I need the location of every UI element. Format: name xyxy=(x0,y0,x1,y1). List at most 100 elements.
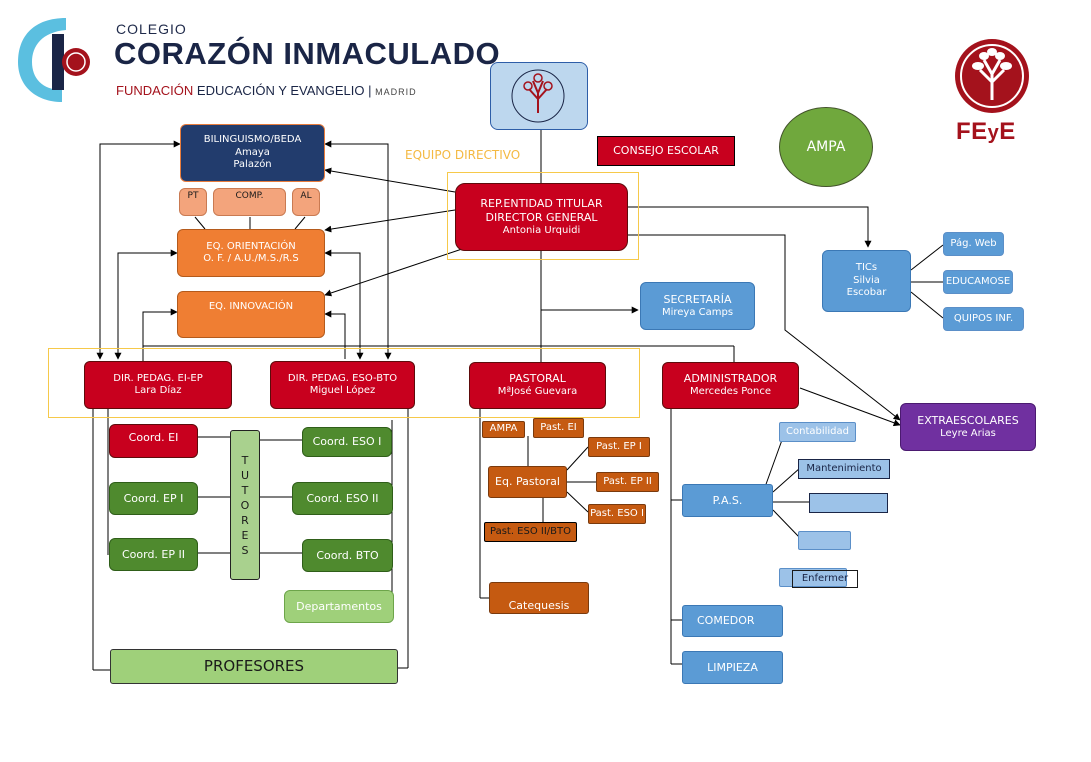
educamos-node[interactable]: EDUCAMOSE xyxy=(943,270,1013,294)
administrador-node[interactable]: ADMINISTRADOR Mercedes Ponce xyxy=(662,362,799,409)
comp-node[interactable]: COMP. xyxy=(213,188,286,216)
feye-wordmark: FEyE xyxy=(956,118,1016,146)
ampa-small-node[interactable]: AMPA xyxy=(482,421,525,438)
bilinguismo-line1: Amaya xyxy=(235,146,270,158)
orientacion-line1: O. F. / A.U./M.S./R.S xyxy=(203,253,299,264)
tutores-letter: T xyxy=(241,483,249,497)
mantenimiento-node[interactable]: Mantenimiento xyxy=(798,459,890,479)
educamos-label: EDUCAMOSE xyxy=(945,275,1011,287)
dir-ei-title: DIR. PEDAG. EI-EP xyxy=(113,372,203,384)
pag-web-node[interactable]: Pág. Web xyxy=(943,232,1004,256)
orientacion-node[interactable]: EQ. ORIENTACIÓN O. F. / A.U./M.S./R.S xyxy=(177,229,325,277)
comedor-node[interactable]: COMEDOR xyxy=(682,605,783,637)
tutores-letter: R xyxy=(241,513,249,527)
past-ei-node[interactable]: Past. EI xyxy=(533,418,584,438)
equipo-directivo-frame xyxy=(48,348,640,418)
tutores-letter: S xyxy=(241,543,249,557)
past-ei-label: Past. EI xyxy=(540,421,577,433)
administrador-title: ADMINISTRADOR xyxy=(683,372,778,386)
pastoral-title: PASTORAL xyxy=(509,372,566,386)
coord-bto-node[interactable]: Coord. BTO xyxy=(302,539,393,572)
catequesis-node[interactable]: Catequesis xyxy=(489,582,589,614)
contabilidad-node[interactable]: Contabilidad xyxy=(779,422,856,442)
enfermeria-label: Enfermer xyxy=(801,572,849,584)
coord-ep2-node[interactable]: Coord. EP II xyxy=(109,538,198,571)
equipo-directivo-frame-top xyxy=(447,172,639,260)
past-ep2-node[interactable]: Past. EP II xyxy=(596,472,659,492)
secretaria-node[interactable]: SECRETARÍA Mireya Camps xyxy=(640,282,755,330)
colegio-label: COLEGIO xyxy=(116,21,187,37)
departamentos-node[interactable]: Departamentos xyxy=(284,590,394,623)
equipos-inf-node[interactable]: QUIPOS INF. xyxy=(943,307,1024,331)
comp-label: COMP. xyxy=(235,191,264,201)
pas-empty-node-2[interactable] xyxy=(798,531,851,550)
separator: | xyxy=(368,83,372,98)
profesores-node[interactable]: PROFESORES xyxy=(110,649,398,684)
tutores-letter: O xyxy=(240,498,250,512)
eq-pastoral-node[interactable]: Eq. Pastoral xyxy=(488,466,567,498)
consejo-escolar-node[interactable]: CONSEJO ESCOLAR xyxy=(597,136,735,166)
secretaria-name: Mireya Camps xyxy=(661,306,734,318)
innovacion-node[interactable]: EQ. INNOVACIÓN xyxy=(177,291,325,338)
pas-empty-node-1[interactable] xyxy=(809,493,888,513)
bilinguismo-node[interactable]: BILINGUISMO/BEDA Amaya Palazón xyxy=(180,124,325,182)
extraescolares-node[interactable]: EXTRAESCOLARES Leyre Arias xyxy=(900,403,1036,451)
dir-eso-bto-node[interactable]: DIR. PEDAG. ESO-BTO Miguel López xyxy=(270,361,415,409)
pas-node[interactable]: P.A.S. xyxy=(682,484,773,517)
coord-ei-label: Coord. EI xyxy=(128,431,179,444)
bilinguismo-line2: Palazón xyxy=(233,159,272,171)
dir-ei-name: Lara Díaz xyxy=(134,385,182,396)
past-eso2-bto-node[interactable]: Past. ESO II/BTO xyxy=(484,522,577,542)
feye-tree-icon xyxy=(955,39,1029,113)
past-ep2-label: Past. EP II xyxy=(603,475,652,487)
dir-eso-title: DIR. PEDAG. ESO-BTO xyxy=(287,372,398,384)
coord-eso2-label: Coord. ESO II xyxy=(306,491,379,505)
profesores-label: PROFESORES xyxy=(203,657,305,676)
director-title1: REP.ENTIDAD TITULAR xyxy=(480,197,603,210)
al-label: AL xyxy=(300,191,312,201)
extraescolares-name: Leyre Arias xyxy=(940,427,996,439)
comedor-label: COMEDOR xyxy=(697,614,755,628)
coord-ep1-label: Coord. EP I xyxy=(123,491,184,505)
tics-title: TICs xyxy=(855,262,878,274)
tutores-node[interactable]: T U T O R E S xyxy=(230,430,260,580)
dir-ei-ep-node[interactable]: DIR. PEDAG. EI-EP Lara Díaz xyxy=(84,361,232,409)
secretaria-title: SECRETARÍA xyxy=(663,292,732,306)
coord-ei-node[interactable]: Coord. EI xyxy=(109,424,198,458)
limpieza-node[interactable]: LIMPIEZA xyxy=(682,651,783,684)
past-eso1-node[interactable]: Past. ESO I xyxy=(588,504,646,524)
pt-node[interactable]: PT xyxy=(179,188,207,216)
consejo-label: CONSEJO ESCOLAR xyxy=(613,144,719,158)
director-general-node[interactable]: REP.ENTIDAD TITULAR DIRECTOR GENERAL Ant… xyxy=(455,183,628,251)
extraescolares-title: EXTRAESCOLARES xyxy=(917,413,1019,427)
pastoral-node[interactable]: PASTORAL MªJosé Guevara xyxy=(469,362,606,409)
tutores-letter: U xyxy=(240,468,250,482)
past-eso2-bto-label: Past. ESO II/BTO xyxy=(489,525,572,537)
school-name: CORAZÓN INMACULADO xyxy=(114,36,501,71)
fundacion-word: FUNDACIÓN xyxy=(116,83,194,98)
colegio-logo xyxy=(18,18,90,102)
coord-bto-label: Coord. BTO xyxy=(316,548,379,562)
enfermeria-node[interactable] xyxy=(779,568,847,587)
bilinguismo-title: BILINGUISMO/BEDA xyxy=(203,134,302,146)
feye-fe: FE xyxy=(956,118,988,145)
feye-e: E xyxy=(999,118,1016,145)
educacion-words: EDUCACIÓN Y EVANGELIO xyxy=(196,83,365,98)
coord-eso1-node[interactable]: Coord. ESO I xyxy=(302,427,392,457)
ampa-circle-node[interactable]: AMPA xyxy=(779,107,873,187)
past-ep1-node[interactable]: Past. EP I xyxy=(588,437,650,457)
tics-line1: Silvia xyxy=(853,274,880,286)
catequesis-label: Catequesis xyxy=(508,599,570,613)
contabilidad-label: Contabilidad xyxy=(786,425,849,437)
ampa-circle-label: AMPA xyxy=(806,139,846,155)
coord-eso2-node[interactable]: Coord. ESO II xyxy=(292,482,393,515)
fundacion-line: FUNDACIÓN EDUCACIÓN Y EVANGELIO | MADRID xyxy=(116,83,417,98)
al-node[interactable]: AL xyxy=(292,188,320,216)
pas-label: P.A.S. xyxy=(712,493,743,507)
coord-ep1-node[interactable]: Coord. EP I xyxy=(109,482,198,515)
tics-node[interactable]: TICs Silvia Escobar xyxy=(822,250,911,312)
ampa-small-label: AMPA xyxy=(489,423,518,435)
tutores-letter: E xyxy=(241,528,249,542)
enfermeria-frame: Enfermer xyxy=(792,570,858,588)
